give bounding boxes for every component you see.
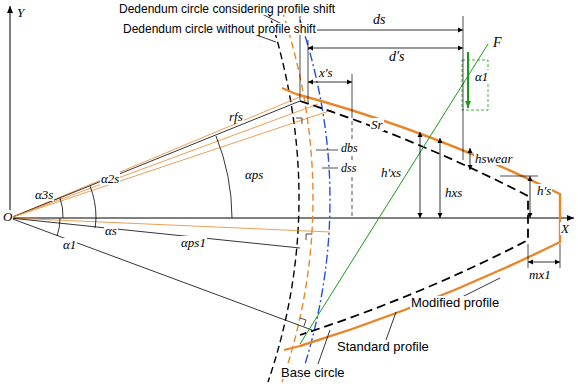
origin-label: O [2, 210, 13, 223]
angle-label: αps [244, 168, 264, 181]
height-label: h′xs [380, 166, 402, 179]
dimension-label: x′s [318, 66, 334, 79]
force-label: F [492, 36, 503, 50]
profile-label: Modified profile [410, 296, 500, 309]
height-label: hxs [444, 186, 463, 199]
width-label: dbs [340, 142, 359, 154]
curve-label: Dedendum circle considering profile shif… [118, 3, 336, 15]
angle-label: αps1 [180, 236, 207, 249]
height-label: h′s [536, 184, 552, 197]
dimension-label: Sr [370, 118, 384, 131]
angle-label: α1 [474, 70, 489, 83]
dimension-label: d′s [388, 50, 406, 64]
axis-label: X [560, 222, 570, 235]
profile-label: Standard profile [336, 340, 430, 353]
width-label: dss [340, 162, 357, 174]
dimension-label: mx1 [528, 268, 552, 281]
angle-label: α1 [62, 238, 77, 251]
height-label: hswear [474, 152, 514, 165]
axis-label: Y [16, 6, 25, 19]
angle-label: α3s [34, 188, 54, 201]
radius-label: rfs [228, 110, 244, 123]
angle-label: α2s [100, 172, 120, 185]
dimension-label: ds [372, 13, 386, 27]
angle-label: αs [104, 224, 118, 237]
curve-label: Base circle [280, 366, 346, 379]
curve-label: Dedendum circle without profile shift [122, 23, 317, 35]
